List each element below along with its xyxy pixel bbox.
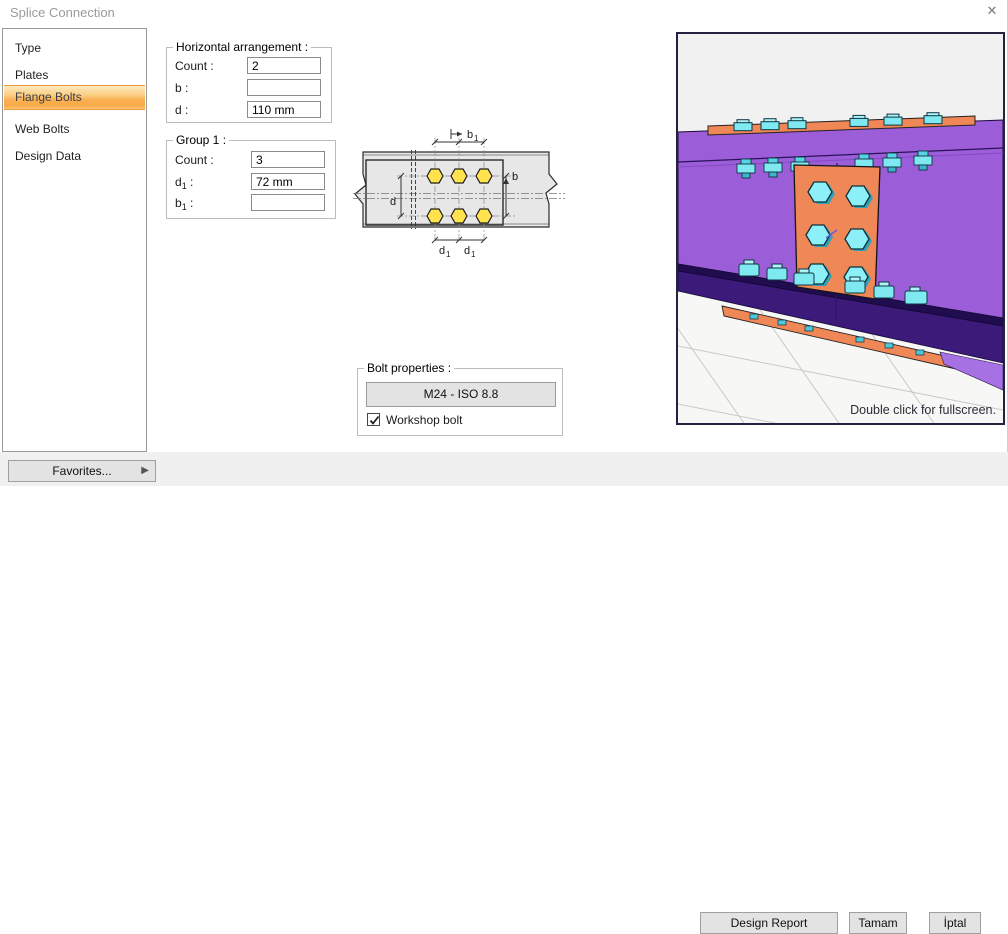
viewport-3d-scene: Double click for fullscreen. [677, 34, 1004, 423]
workshop-bolt-checkbox[interactable] [367, 413, 380, 426]
cancel-button[interactable]: İptal [929, 912, 981, 934]
d-dim-label: d [390, 196, 396, 208]
favorites-button[interactable]: Favorites... ▶ [8, 460, 156, 482]
fullscreen-hint: Double click for fullscreen. [850, 403, 996, 417]
group-legend: Bolt properties : [364, 361, 455, 375]
group-legend: Horizontal arrangement : [173, 40, 312, 54]
d1-dim-label: d [439, 245, 445, 257]
sidebar-item-flange-bolts[interactable]: Flange Bolts [4, 85, 145, 110]
splice-plate-outline [365, 159, 504, 226]
group1-count-input[interactable] [251, 151, 325, 168]
d-input[interactable] [247, 101, 321, 118]
count-label: Count : [175, 59, 214, 73]
count-input[interactable] [247, 57, 321, 74]
b1-dim-label: b [467, 129, 473, 141]
window-title: Splice Connection [10, 5, 115, 20]
horizontal-arrangement-group: Horizontal arrangement : Count : b : d : [166, 40, 332, 123]
bolt-properties-group: Bolt properties : M24 - ISO 8.8 Workshop… [357, 361, 563, 436]
sidebar: Type Plates Flange Bolts Web Bolts Desig… [2, 28, 147, 452]
b1-input[interactable] [251, 194, 325, 211]
d1-dim-label: d [464, 245, 470, 257]
d1-input[interactable] [251, 173, 325, 190]
group-legend: Group 1 : [173, 133, 230, 147]
arrow-up-icon [503, 178, 509, 184]
sidebar-item-plates[interactable]: Plates [15, 68, 49, 82]
check-icon [369, 415, 380, 425]
weld-axis-mark [825, 229, 838, 239]
dimension-labels: b 1 b d d 1 d 1 [390, 129, 518, 259]
b-dim-label: b [512, 171, 518, 183]
dimension-lines [397, 129, 510, 244]
b1-label: b1 : [175, 196, 194, 212]
web-splice-plate [793, 164, 881, 300]
svg-text:1: 1 [446, 250, 451, 259]
sidebar-item-type[interactable]: Type [15, 41, 42, 55]
splice-diagram: b 1 b d d 1 d 1 [353, 129, 565, 259]
top-flange-bolts [733, 112, 943, 132]
viewport-3d[interactable]: Double click for fullscreen. [676, 32, 1005, 425]
count-label: Count : [175, 153, 214, 167]
bottom-flange-nuts [738, 259, 928, 305]
extension-lines [397, 138, 515, 242]
top-flange-nuts [736, 150, 933, 179]
svg-text:1: 1 [471, 250, 476, 259]
sidebar-item-design-data[interactable]: Design Data [15, 149, 82, 163]
group1-group: Group 1 : Count : d1 : b1 : [166, 133, 336, 219]
workshop-bolt-label: Workshop bolt [386, 413, 463, 427]
sidebar-item-web-bolts[interactable]: Web Bolts [15, 122, 70, 136]
close-icon[interactable]: ✕ [986, 3, 998, 18]
arrow-right-icon [457, 131, 462, 137]
bottom-bolt-tails [749, 313, 925, 356]
b-label: b : [175, 81, 189, 95]
b-input[interactable] [247, 79, 321, 96]
bolt-type-button[interactable]: M24 - ISO 8.8 [366, 382, 556, 407]
footer-bar: Favorites... ▶ Design Report Tamam İptal [0, 452, 1008, 934]
joint-lines [411, 150, 416, 229]
arrow-right-icon: ▶ [141, 465, 149, 476]
d1-label: d1 : [175, 175, 194, 191]
svg-text:1: 1 [474, 134, 479, 143]
design-report-button[interactable]: Design Report [700, 912, 838, 934]
d-label: d : [175, 103, 189, 117]
ok-button[interactable]: Tamam [849, 912, 907, 934]
favorites-label: Favorites... [52, 464, 112, 478]
diagram-bolts [426, 168, 493, 224]
